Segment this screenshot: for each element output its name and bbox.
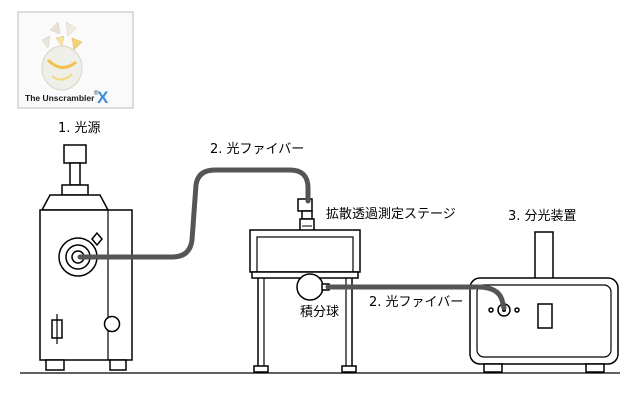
label-stage: 拡散透過測定ステージ [326,207,456,222]
lamp-shoulder [40,194,110,211]
stage-top-housing [249,229,361,273]
spectrometer-face [476,284,612,358]
lamp-neck [69,162,81,186]
optical-fiber-bottom [325,284,507,311]
spectrometer-display [537,303,553,329]
light-source-foot-left [45,359,65,371]
lamp-collar [61,184,89,196]
light-source-switch [103,315,121,333]
spectrometer-chimney [534,231,554,281]
logo-x-mark: X [97,88,109,107]
label-spectrometer: 3. 分光装置 [508,209,577,224]
egg-icon [41,21,83,91]
spectrometer-unit [469,231,619,373]
spectrometer-dot-left [488,307,494,313]
label-light-source: 1. 光源 [58,121,101,136]
stage-foot-left [253,365,269,373]
light-source-foot-right [109,359,127,371]
label-fiber-top: 2. 光ファイバー [210,142,304,157]
label-fiber-bottom: 2. 光ファイバー [369,295,463,310]
light-source-knob [91,231,103,247]
spectrometer-foot-left [483,363,503,373]
unscrambler-logo: The Unscrambler ® X [17,11,134,109]
diffuse-transmission-stage [249,198,361,373]
spectrometer-foot-right [585,363,605,373]
light-source-unit [39,144,133,371]
lamp-cap [63,144,87,164]
registered-mark: ® [94,90,99,97]
fiber-connector-nut [301,210,313,220]
spectrometer-dot-right [514,307,520,313]
label-sphere: 積分球 [300,305,339,320]
stage-foot-right [341,365,357,373]
logo-text: The Unscrambler [25,93,95,103]
optical-fiber-top [77,167,311,260]
integrating-sphere [296,273,324,301]
